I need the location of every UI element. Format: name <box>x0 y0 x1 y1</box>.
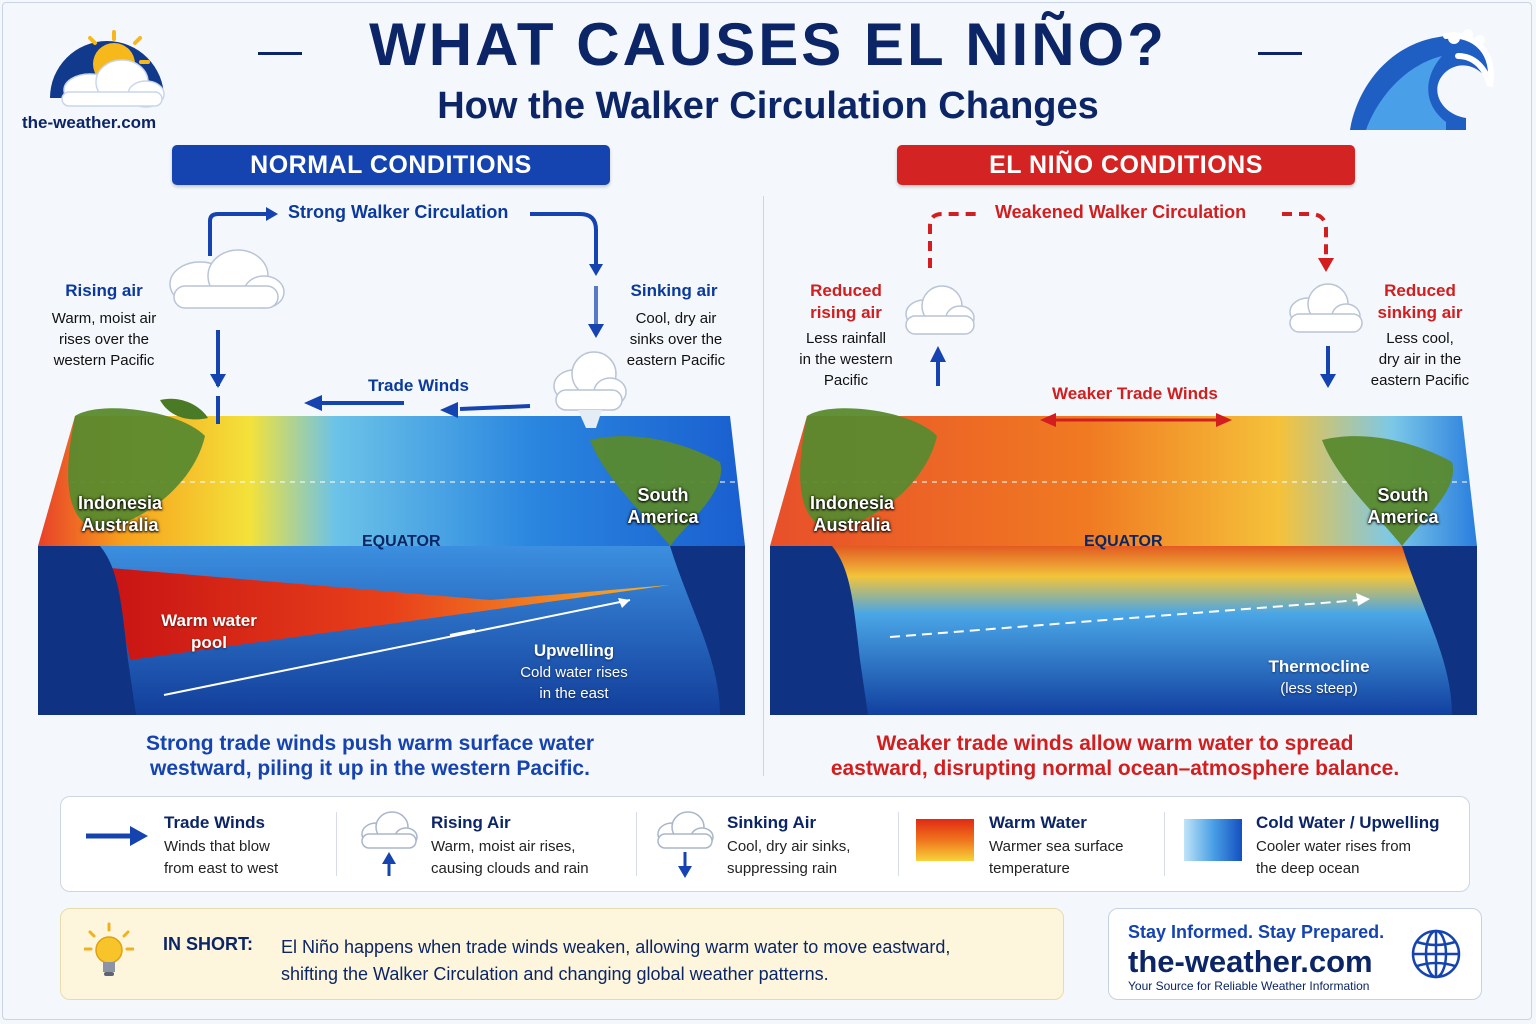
weakened-walker-circulation-label: Weakened Walker Circulation <box>995 202 1247 222</box>
legend-separator <box>336 812 337 876</box>
warm-swatch-icon <box>916 819 974 861</box>
cloud-up-icon <box>361 811 418 876</box>
thermocline-title: Thermocline <box>1268 657 1370 676</box>
page-subtitle: How the Walker Circulation Changes <box>437 85 1099 127</box>
promo-tagline: Stay Informed. Stay Prepared. <box>1128 922 1385 942</box>
normal-rising-cloud-icon <box>169 249 285 309</box>
elnino-trade-winds-arrow <box>1040 413 1232 427</box>
normal-caption: Strong trade winds push warm surface wat… <box>145 732 595 780</box>
normal-walker-circulation-arrows <box>208 207 604 424</box>
arrow-right-icon <box>86 826 148 846</box>
title-rule-left <box>258 52 302 55</box>
normal-trade-winds-arrows <box>304 395 531 418</box>
normal-conditions-banner: NORMAL CONDITIONS <box>172 145 610 185</box>
elnino-caption: Weaker trade winds allow warm water to s… <box>830 732 1400 780</box>
normal-equator-label: EQUATOR <box>362 533 441 550</box>
normal-sinking-cloud-icon <box>553 351 627 428</box>
elnino-walker-circulation-arrows <box>928 212 1336 388</box>
legend-sinking-air-desc: Cool, dry air sinks,suppressing rain <box>727 838 851 877</box>
normal-upwelling-title: Upwelling <box>533 641 615 660</box>
cold-swatch-icon <box>1184 819 1242 861</box>
brand-logo-text[interactable]: the-weather.com <box>22 113 157 132</box>
wave-icon <box>1350 29 1495 130</box>
legend-trade-winds-title: Trade Winds <box>164 813 265 832</box>
legend-cold-water-title: Cold Water / Upwelling <box>1256 813 1440 832</box>
page-title: WHAT CAUSES EL NIÑO? <box>369 11 1167 78</box>
in-short-label: IN SHORT: <box>163 934 253 954</box>
cloud-down-icon <box>657 811 714 878</box>
sun-cloud-logo-icon <box>50 30 165 108</box>
promo-brand[interactable]: the-weather.com <box>1128 944 1373 979</box>
lightbulb-icon <box>84 922 134 976</box>
elnino-rising-cloud-icon <box>905 285 975 335</box>
title-rule-right <box>1258 52 1302 55</box>
panel-divider <box>763 196 764 776</box>
legend-separator <box>898 812 899 876</box>
normal-rising-air-title: Rising air <box>65 281 143 300</box>
legend-warm-water-title: Warm Water <box>989 813 1087 832</box>
legend-separator <box>636 812 637 876</box>
strong-walker-circulation-label: Strong Walker Circulation <box>288 202 509 222</box>
normal-sinking-air-title: Sinking air <box>630 281 718 300</box>
legend-rising-air-desc: Warm, moist air rises,causing clouds and… <box>431 838 589 877</box>
legend-separator <box>1164 812 1165 876</box>
thermocline-desc: (less steep) <box>1280 680 1358 697</box>
elnino-equator-label: EQUATOR <box>1084 533 1163 550</box>
globe-icon <box>1411 929 1461 979</box>
normal-trade-winds-label: Trade Winds <box>368 376 469 395</box>
in-short-panel <box>60 908 1064 1000</box>
legend-sinking-air-title: Sinking Air <box>727 813 817 832</box>
elnino-sinking-cloud-icon <box>1289 283 1363 333</box>
promo-subtext: Your Source for Reliable Weather Informa… <box>1128 979 1370 993</box>
elnino-conditions-banner: EL NIÑO CONDITIONS <box>897 145 1355 185</box>
legend-rising-air-title: Rising Air <box>431 813 511 832</box>
weaker-trade-winds-label: Weaker Trade Winds <box>1052 384 1218 403</box>
in-short-text: El Niño happens when trade winds weaken,… <box>281 937 951 984</box>
elnino-diagram <box>770 408 1477 715</box>
normal-diagram <box>38 398 745 715</box>
